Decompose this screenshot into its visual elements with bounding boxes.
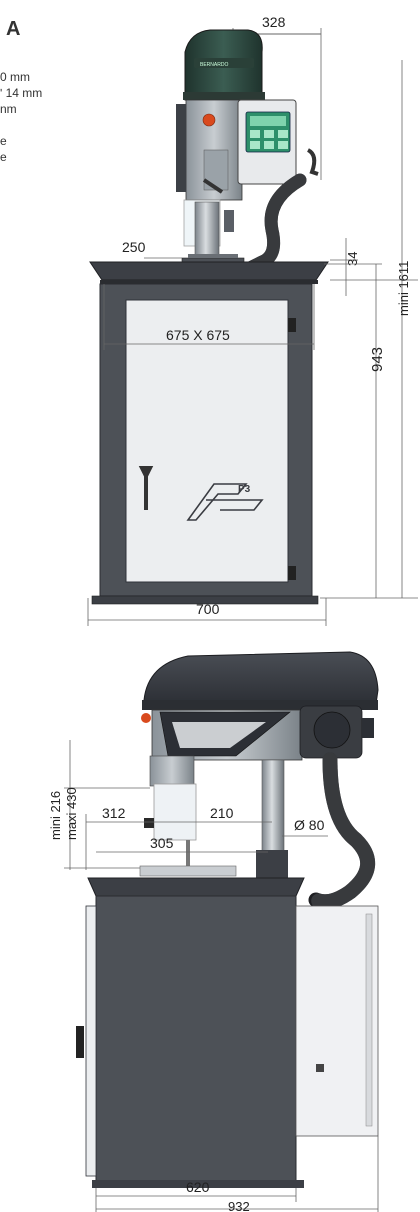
dim-700: 700 xyxy=(196,601,220,617)
side-line-3: nm xyxy=(0,102,17,116)
dim-mini-1611: mini 1611 xyxy=(396,261,411,316)
side-line-5: e xyxy=(0,150,7,164)
side-line-1: 0 mm xyxy=(0,70,30,84)
dim-620: 620 xyxy=(186,1179,210,1195)
side-title: A xyxy=(6,18,21,40)
dim-maxi-430: maxi 430 xyxy=(64,787,79,840)
dim-305: 305 xyxy=(150,835,174,851)
front-cabinet-door xyxy=(125,299,289,583)
side-line-2: ʹ 14 mm xyxy=(0,86,43,100)
side-spindle-housing xyxy=(149,755,195,787)
front-view: 328 BERNARDO xyxy=(87,14,418,626)
side-specification-text: A 0 mm ʹ 14 mm nm e e xyxy=(0,18,120,165)
side-cabinet xyxy=(95,895,297,1187)
front-work-table xyxy=(89,261,329,281)
side-line-4: e xyxy=(0,134,7,148)
side-head-cover xyxy=(143,651,379,705)
dim-34: 34 xyxy=(345,252,360,266)
side-drill-table xyxy=(139,865,237,877)
side-cabinet-door xyxy=(85,905,97,1177)
dim-328: 328 xyxy=(262,14,286,30)
dim-mini-216: mini 216 xyxy=(48,791,63,840)
front-door-handle xyxy=(138,466,154,510)
side-chip-guard xyxy=(153,783,197,841)
side-view: mini 216 maxi 430 312 210 Ø 80 305 xyxy=(48,651,379,1212)
dim-210: 210 xyxy=(210,805,234,821)
dim-250: 250 xyxy=(122,239,146,255)
dim-675: 675 X 675 xyxy=(166,327,230,343)
front-door-logo xyxy=(186,483,248,521)
side-work-table xyxy=(87,877,305,897)
dim-943: 943 xyxy=(369,347,386,372)
svg-text:P3: P3 xyxy=(238,484,251,495)
side-electric-box xyxy=(295,905,379,1137)
dim-diameter-80: Ø 80 xyxy=(294,817,325,833)
dim-312: 312 xyxy=(102,805,126,821)
svg-text:BERNARDO: BERNARDO xyxy=(200,62,228,68)
dim-932: 932 xyxy=(228,1199,250,1212)
